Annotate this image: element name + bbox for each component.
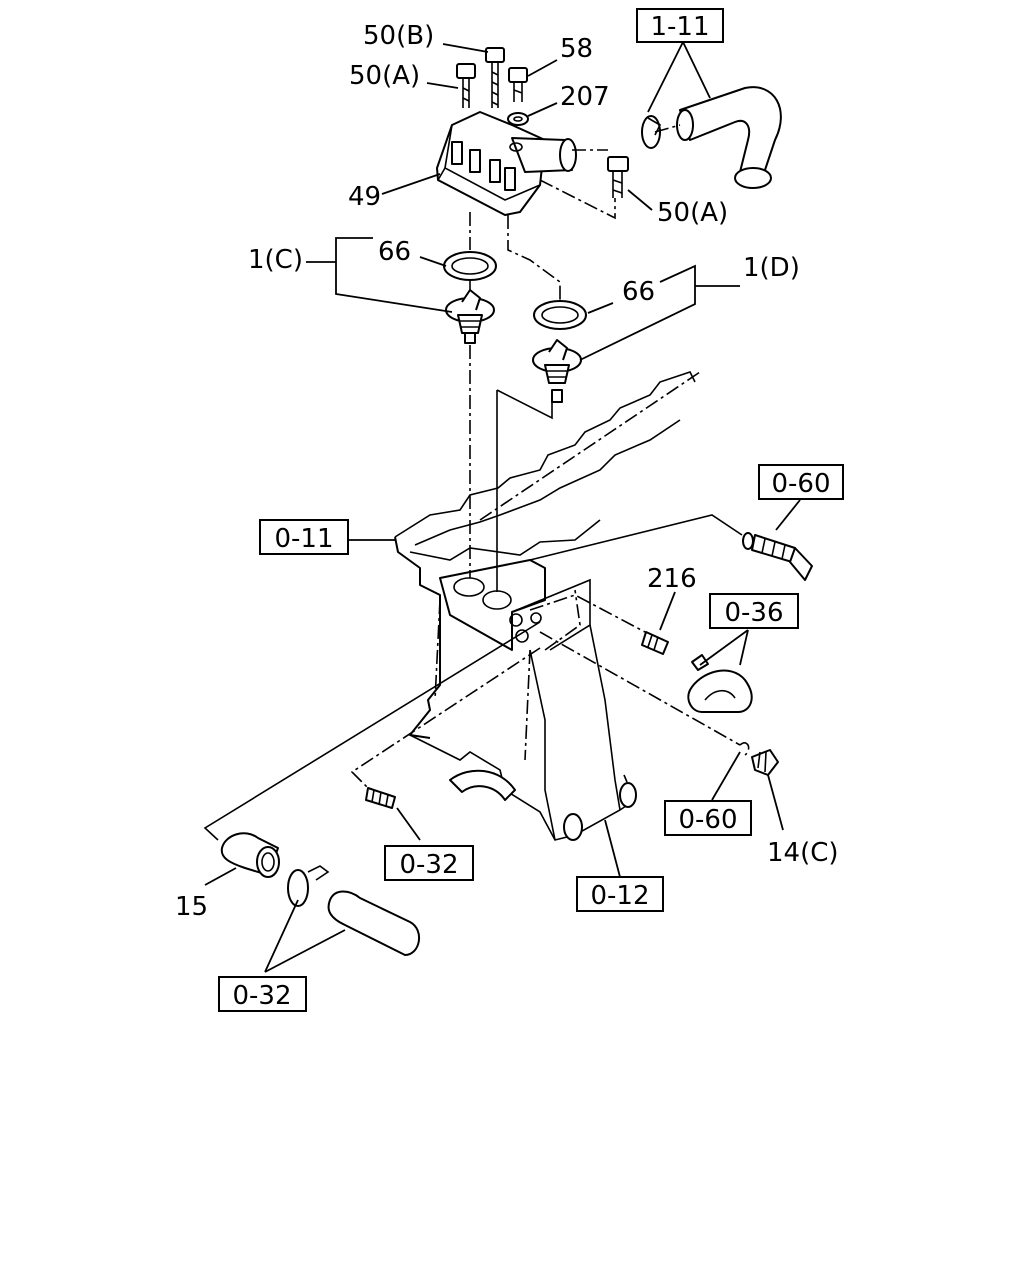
ref-0-36-text: 0-36 [724, 598, 783, 628]
label-1d: 1(D) [743, 253, 800, 283]
bolt-50a-right-drawing [607, 156, 629, 198]
bolt-50a-top-drawing [456, 63, 476, 108]
leader-lines [204, 41, 801, 973]
clamp-hose-0-32-drawing [287, 865, 420, 956]
fitting-0-32-mid-drawing [365, 787, 396, 809]
elbow-15-drawing [220, 832, 280, 878]
label-216: 216 [647, 564, 697, 594]
ref-box-1-11[interactable]: 1-11 [636, 8, 724, 43]
plug-14c-drawing [751, 749, 779, 776]
thermostat-1c-drawing [445, 289, 495, 344]
sensor-0-60-top-drawing [742, 532, 813, 581]
ref-0-32-bottom-text: 0-32 [232, 981, 291, 1011]
label-50a-right: 50(A) [657, 198, 728, 228]
label-207: 207 [560, 82, 610, 112]
clamp-hose-1-11-drawing [641, 86, 782, 189]
label-49: 49 [348, 182, 381, 212]
ref-box-0-32-mid[interactable]: 0-32 [384, 845, 474, 881]
ref-box-0-32-bottom[interactable]: 0-32 [218, 976, 307, 1012]
ref-box-0-36[interactable]: 0-36 [709, 593, 799, 629]
thermostat-housing-drawing [436, 111, 577, 216]
reference-boxes: 1-11 0-60 0-11 0-36 0-60 0-32 0-12 0-32 [218, 8, 844, 1012]
sensor-216-drawing [641, 631, 669, 655]
label-1c: 1(C) [248, 245, 303, 275]
label-50a-top: 50(A) [349, 61, 420, 91]
label-15: 15 [175, 892, 208, 922]
ref-box-0-12[interactable]: 0-12 [576, 876, 664, 912]
ref-0-60-bottom-text: 0-60 [678, 805, 737, 835]
ref-0-60-top-text: 0-60 [771, 469, 830, 499]
ref-box-0-60-bottom[interactable]: 0-60 [664, 800, 752, 836]
ref-box-0-60-top[interactable]: 0-60 [758, 464, 844, 500]
label-66-right: 66 [622, 277, 655, 307]
label-66-left: 66 [378, 237, 411, 267]
label-50b: 50(B) [363, 21, 434, 51]
label-14c: 14(C) [767, 838, 839, 868]
ref-1-11-text: 1-11 [650, 12, 709, 42]
ref-0-11-text: 0-11 [274, 524, 333, 554]
washer-207-drawing [507, 112, 529, 126]
thermostat-1d-drawing [532, 339, 582, 403]
cylinder-head-drawing [394, 371, 701, 841]
ref-0-32-mid-text: 0-32 [399, 850, 458, 880]
bolt-50b-drawing [485, 47, 505, 108]
alignment-lines-upper [469, 149, 616, 592]
alignment-lines-lower [203, 514, 750, 841]
gasket-66-right-drawing [533, 300, 587, 330]
gasket-66-left-drawing [443, 251, 497, 281]
bolt-58-drawing [508, 67, 528, 102]
ref-0-12-text: 0-12 [590, 881, 649, 911]
ref-box-0-11[interactable]: 0-11 [259, 519, 349, 555]
label-58: 58 [560, 34, 593, 64]
bypass-hose-0-36-drawing [687, 654, 753, 713]
part-labels: 50(B) 50(A) 58 207 49 50(A) 1(C) 66 66 1… [175, 21, 839, 922]
